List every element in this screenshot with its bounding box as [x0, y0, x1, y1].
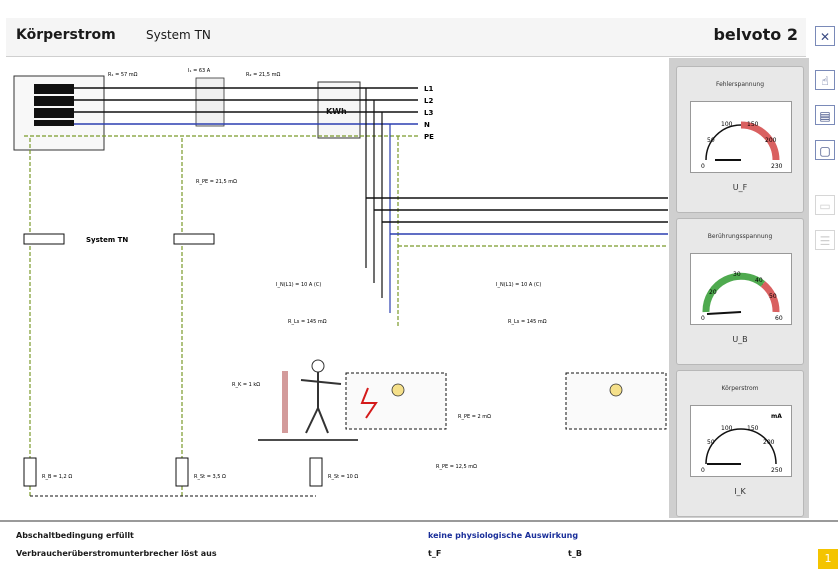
page-subtitle: System TN — [146, 28, 211, 42]
tick-label: 20 — [709, 289, 717, 296]
page-title: Körperstrom — [16, 27, 116, 43]
status-right-var2: t_B — [568, 549, 582, 558]
label-ra-mid: I₁ = 63 A — [188, 68, 211, 74]
status-right-line1: keine physiologische Auswirkung — [428, 531, 579, 540]
panel-symbol: U_B — [732, 335, 748, 344]
status-left-line2: Verbraucherüberstromunterbrecher löst au… — [16, 549, 217, 558]
panel-symbol: U_F — [732, 183, 748, 192]
label-in1: I_N(L1) = 10 A (C) — [276, 282, 321, 288]
label-rl: R_Ls = 145 mΩ — [288, 319, 327, 325]
gauge-beruehrungsspannung: 20 30 40 50 0 60 — [690, 253, 792, 325]
document-icon[interactable]: ▢ — [815, 140, 835, 160]
bus-label-l1: L1 — [424, 85, 433, 93]
person-head — [311, 359, 325, 373]
earth-resistor-3[interactable] — [309, 457, 323, 487]
hand-icon[interactable]: ☝ — [815, 70, 835, 90]
bus-label-l3: L3 — [424, 109, 433, 117]
panel-title: Fehlerspannung — [715, 81, 765, 88]
panel-beruehrungsspannung: Berührungsspannung 20 30 40 50 0 60 U_B — [676, 218, 804, 365]
gauge-koerperstrom: mA 100 150 50 200 0 250 — [690, 405, 792, 477]
gauge-unit: mA — [771, 413, 782, 420]
tick-label: 30 — [733, 271, 741, 278]
panel-title: Körperstrom — [721, 385, 759, 392]
label-rpe2: R_PE = 2 mΩ — [458, 414, 491, 420]
bus-label-pe: PE — [424, 133, 434, 141]
component-icon[interactable]: ▤ — [815, 105, 835, 125]
fuse-block[interactable] — [195, 77, 225, 127]
tick-label: 50 — [707, 137, 715, 144]
circuit-diagram: KWh L1 L2 L3 N PE R₁ = 57 mΩ I₁ = 63 A R… — [6, 58, 668, 518]
label-ra-small: R₁ = 57 mΩ — [108, 72, 138, 78]
tick-label: 100 — [721, 425, 733, 432]
earth-resistor-2[interactable] — [175, 457, 189, 487]
earth-resistor-1[interactable] — [23, 457, 37, 487]
measurement-panels: Fehlerspannung 50 100 150 200 0 230 U_F … — [669, 58, 809, 518]
tick-label: 0 — [701, 467, 705, 474]
status-right-var1: t_F — [428, 549, 442, 558]
page-badge[interactable]: 1 — [818, 549, 838, 569]
label-rst: R_St = 10 Ω — [328, 474, 358, 480]
tick-label: 200 — [765, 137, 777, 144]
tick-label: 150 — [747, 425, 759, 432]
label-rb-small: R₂ = 21,5 mΩ — [246, 72, 280, 78]
bus-label-n: N — [424, 121, 430, 129]
tick-label: 200 — [763, 439, 775, 446]
tick-label: 0 — [701, 163, 705, 170]
right-toolbar: ✕ ☝ ▤ ▢ ▭ ☰ — [812, 20, 838, 320]
label-rpe: R_PE = 21,5 mΩ — [196, 179, 237, 185]
system-label: System TN — [86, 236, 128, 244]
panel-koerperstrom: Körperstrom mA 100 150 50 200 0 250 I_K — [676, 370, 804, 517]
panel-fehlerspannung: Fehlerspannung 50 100 150 200 0 230 U_F — [676, 66, 804, 213]
switch-2[interactable] — [173, 233, 215, 245]
kwh-meter[interactable] — [317, 81, 361, 139]
tick-label: 150 — [747, 121, 759, 128]
label-rpe3: R_PE = 12,5 mΩ — [436, 464, 477, 470]
panel-symbol: I_K — [734, 487, 746, 496]
tick-label: 40 — [755, 277, 763, 284]
close-icon[interactable]: ✕ — [815, 26, 835, 46]
folder-icon[interactable]: ▭ — [815, 195, 835, 215]
status-bar: Abschaltbedingung erfüllt Verbraucherübe… — [0, 520, 838, 569]
gauge-fehlerspannung: 50 100 150 200 0 230 — [690, 101, 792, 173]
label-rb: R_B = 1,2 Ω — [42, 474, 72, 480]
tick-label: 50 — [769, 293, 777, 300]
device-1[interactable] — [345, 372, 447, 430]
tick-label: 230 — [771, 163, 783, 170]
device-2[interactable] — [565, 372, 667, 430]
label-in2: I_N(L1) = 10 A (C) — [496, 282, 541, 288]
label-rs: R_St = 3,5 Ω — [194, 474, 226, 480]
tick-label: 100 — [721, 121, 733, 128]
list-icon[interactable]: ☰ — [815, 230, 835, 250]
panel-title: Berührungsspannung — [707, 233, 773, 240]
tick-label: 0 — [701, 315, 705, 322]
bus-label-l2: L2 — [424, 97, 433, 105]
tick-label: 60 — [775, 315, 783, 322]
label-rk: R_K = 1 kΩ — [232, 382, 260, 388]
label-rl2: R_Ls = 145 mΩ — [508, 319, 547, 325]
switch-1[interactable] — [23, 233, 65, 245]
brand-logo: belvoto 2 — [713, 25, 798, 44]
status-left-line1: Abschaltbedingung erfüllt — [16, 531, 134, 540]
tick-label: 50 — [707, 439, 715, 446]
tick-label: 250 — [771, 467, 783, 474]
app-header: Körperstrom System TN belvoto 2 — [6, 18, 806, 57]
